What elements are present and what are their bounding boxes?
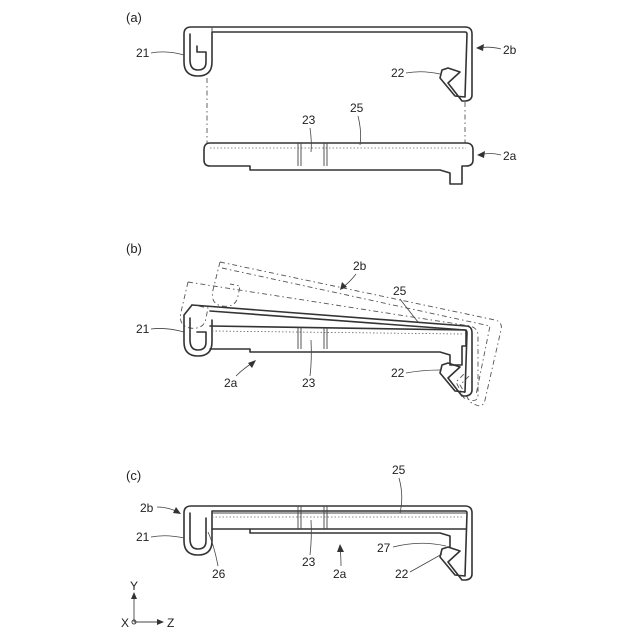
panel-b: (b) 2b 25 21 2a 23 22: [126, 241, 501, 406]
leader-27-c: [393, 543, 446, 547]
base-2a-slot-2: [324, 143, 327, 166]
panel-a-label: (a): [126, 10, 142, 25]
label-23-a: 23: [302, 113, 316, 127]
leader-23-a: [310, 128, 311, 152]
base-2a-c-body: [212, 529, 466, 547]
axis-label-x: X: [121, 616, 129, 630]
leader-25-b: [400, 299, 418, 322]
leader-23-c: [310, 520, 311, 555]
label-2b-b: 2b: [353, 259, 367, 273]
label-2a-b: 2a: [224, 376, 238, 390]
base-2a-outline: [204, 143, 473, 184]
hook-21-b: [184, 305, 212, 356]
leader-22-c: [410, 554, 442, 572]
label-21-b: 21: [136, 322, 150, 336]
leader-25-c: [399, 478, 402, 513]
label-25-b: 25: [393, 284, 407, 298]
axis-label-y: Y: [130, 579, 138, 593]
label-2b-c: 2b: [140, 501, 154, 515]
hook-21-b-inner: [190, 318, 206, 350]
label-22-b: 22: [391, 366, 405, 380]
hook-21-inner: [190, 34, 206, 70]
panel-c-label: (c): [126, 468, 141, 483]
label-23-b: 23: [302, 376, 316, 390]
panel-a: (a) 21 22 2b 23 25 2a: [126, 10, 517, 184]
base-2a-c-slot-2: [324, 506, 327, 529]
base-2a-c-slot-1: [298, 506, 301, 529]
leader-21-a: [151, 52, 184, 55]
cover-2b-outline: [184, 27, 472, 101]
label-22-c: 22: [395, 567, 409, 581]
label-21-a: 21: [136, 46, 150, 60]
label-21-c: 21: [136, 530, 150, 544]
arrow-2a-c: [337, 544, 344, 552]
arrow-2a-a: [477, 151, 485, 158]
label-2b-a: 2b: [503, 43, 517, 57]
leader-23-b: [310, 340, 311, 376]
leader-22-b: [406, 370, 440, 373]
base-2a-slot-1: [298, 143, 301, 166]
panel-b-label: (b): [126, 241, 142, 256]
leader-21-b: [151, 328, 184, 332]
label-2a-c: 2a: [333, 567, 347, 581]
arrow-2b-a: [476, 44, 484, 51]
arrow-2a-b: [248, 360, 256, 368]
label-27-c: 27: [377, 541, 391, 555]
base-2a-b: [210, 326, 466, 365]
leader-21-c: [151, 536, 184, 538]
label-26-c: 26: [212, 567, 226, 581]
label-2a-a: 2a: [503, 149, 517, 163]
base-2a-b-dotted: [212, 331, 462, 334]
axis-indicator: Y X Z: [121, 579, 174, 630]
leader-22-a: [406, 72, 440, 74]
panel-c: (c) 25 2b 21 26 23 2a 27 22: [126, 463, 472, 581]
z-axis-arrow: [157, 619, 164, 625]
label-22-a: 22: [391, 66, 405, 80]
leader-25-a: [358, 116, 361, 145]
base-2a-b-slot-2: [324, 327, 327, 349]
hook-21-c-inner: [190, 513, 206, 549]
base-2a-b-slot-1: [298, 327, 301, 349]
label-25-c: 25: [392, 463, 406, 477]
y-axis-arrow: [131, 592, 137, 599]
axis-label-z: Z: [167, 616, 174, 630]
label-23-c: 23: [302, 555, 316, 569]
label-25-a: 25: [350, 101, 364, 115]
cover-2b-tilted-outer: [220, 262, 501, 406]
